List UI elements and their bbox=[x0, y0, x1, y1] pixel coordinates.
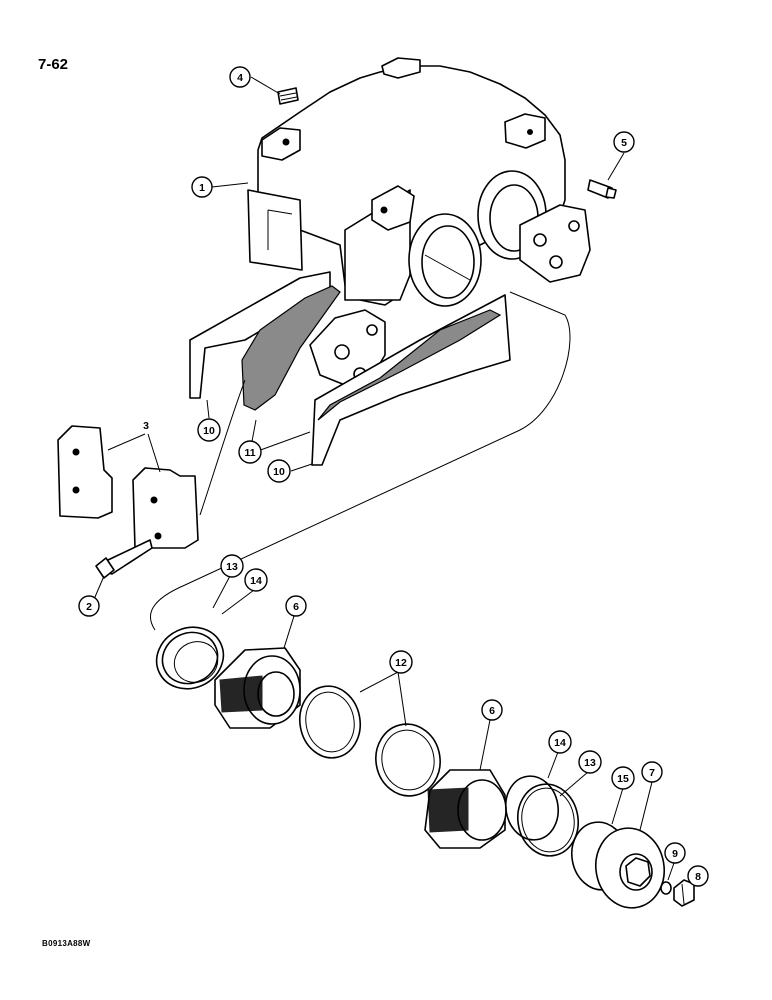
piston-seal-13a bbox=[155, 626, 225, 690]
svg-text:10: 10 bbox=[203, 425, 215, 437]
assembly-guide-line bbox=[150, 291, 571, 631]
plug-8 bbox=[673, 879, 695, 907]
svg-text:3: 3 bbox=[143, 420, 149, 432]
callout-11: 11 bbox=[238, 440, 262, 464]
callout-13b: 13 bbox=[578, 750, 602, 774]
svg-text:5: 5 bbox=[621, 137, 627, 149]
callout-14b: 14 bbox=[548, 730, 572, 754]
svg-text:4: 4 bbox=[237, 72, 243, 84]
callout-1: 1 bbox=[191, 176, 213, 198]
piston-6b bbox=[424, 769, 507, 849]
seal-12b bbox=[375, 723, 441, 797]
svg-text:13: 13 bbox=[226, 561, 238, 573]
brake-lining-rear bbox=[241, 285, 341, 411]
anti-rattle-plate-left bbox=[57, 425, 113, 519]
svg-text:13: 13 bbox=[584, 757, 596, 769]
svg-text:15: 15 bbox=[617, 773, 629, 785]
brake-shoe-rear bbox=[189, 271, 331, 399]
end-cap-7 bbox=[595, 827, 665, 909]
svg-text:11: 11 bbox=[244, 447, 255, 459]
page-number: 7-62 bbox=[38, 56, 69, 73]
svg-text:2: 2 bbox=[86, 601, 92, 613]
svg-text:7: 7 bbox=[649, 767, 655, 779]
svg-text:8: 8 bbox=[695, 871, 701, 883]
callout-4: 4 bbox=[229, 66, 251, 88]
svg-text:14: 14 bbox=[250, 575, 262, 587]
svg-text:6: 6 bbox=[293, 601, 299, 613]
callout-6a: 6 bbox=[285, 595, 307, 617]
svg-text:6: 6 bbox=[489, 705, 495, 717]
callout-6b: 6 bbox=[481, 699, 503, 721]
piston-6a bbox=[214, 647, 301, 729]
seal-12a bbox=[299, 685, 361, 759]
caliper-body bbox=[247, 57, 591, 386]
callout-12: 12 bbox=[389, 650, 413, 674]
plate-guide-line bbox=[199, 379, 246, 516]
svg-text:12: 12 bbox=[395, 657, 407, 669]
dust-boot-14a bbox=[173, 641, 219, 683]
callout-8: 8 bbox=[687, 865, 709, 887]
o-ring-9 bbox=[660, 881, 672, 895]
piston-seal-13b bbox=[517, 783, 579, 857]
anti-rattle-plate-right bbox=[132, 467, 199, 549]
bore-guide-line bbox=[424, 254, 471, 281]
svg-text:1: 1 bbox=[199, 182, 205, 194]
callout-9: 9 bbox=[664, 842, 686, 864]
figure-code: B0913A88W bbox=[42, 939, 91, 948]
pipe-plug bbox=[277, 87, 299, 105]
bleeder-screw bbox=[587, 179, 617, 199]
callout-15: 15 bbox=[611, 766, 635, 790]
callout-3: 3 bbox=[143, 420, 149, 432]
callout-14a: 14 bbox=[244, 568, 268, 592]
callout-5: 5 bbox=[613, 131, 635, 153]
callout-2: 2 bbox=[78, 595, 100, 617]
callout-10a: 10 bbox=[197, 418, 221, 442]
mounting-bolt bbox=[95, 539, 153, 579]
callout-13a: 13 bbox=[220, 554, 244, 578]
callout-10b: 10 bbox=[267, 459, 291, 483]
svg-text:10: 10 bbox=[273, 466, 285, 478]
brake-lining-front bbox=[317, 309, 502, 421]
leader-lines bbox=[91, 76, 696, 886]
dust-boot-14b bbox=[504, 775, 560, 841]
callout-7: 7 bbox=[641, 761, 663, 783]
svg-text:9: 9 bbox=[672, 848, 678, 860]
svg-text:14: 14 bbox=[554, 737, 566, 749]
